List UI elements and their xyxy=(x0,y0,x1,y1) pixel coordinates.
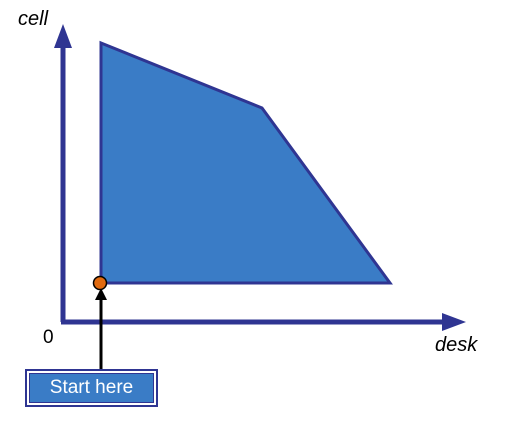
y-axis-arrowhead xyxy=(54,24,72,48)
origin-label: 0 xyxy=(43,327,54,348)
pointer-arrowhead xyxy=(95,288,107,300)
shaded-region xyxy=(99,40,393,285)
x-axis-label: desk xyxy=(435,334,478,356)
start-here-button[interactable]: Start here xyxy=(25,369,158,407)
y-axis-label: cell xyxy=(18,8,49,30)
start-point xyxy=(92,275,108,291)
x-axis-arrowhead xyxy=(442,313,466,331)
start-here-label: Start here xyxy=(49,377,134,398)
